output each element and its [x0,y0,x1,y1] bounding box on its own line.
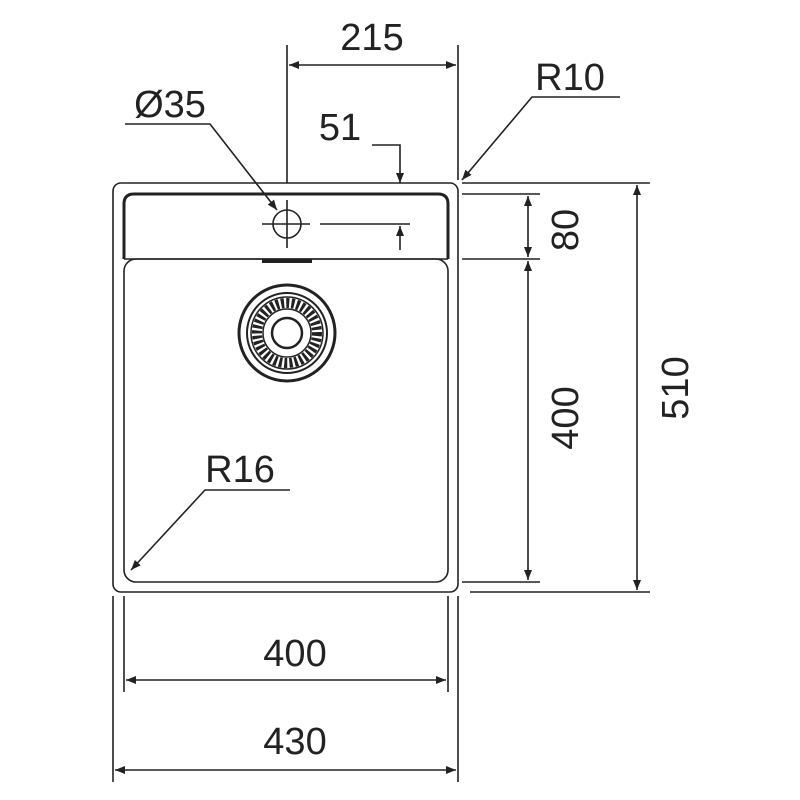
dimension-label: 51 [319,107,361,149]
dimension-label: 80 [545,209,587,251]
dimension-tap-hole: Ø35 [125,84,278,211]
tap-hole-icon [262,200,410,248]
drain-icon [237,283,337,383]
bowl-outline [123,258,449,583]
dimension-label: 400 [545,386,587,449]
dimension-label: 215 [340,17,403,59]
dimension-tap-distance: 51 [319,107,404,250]
dimension-label: R10 [535,57,605,99]
dimension-horizontal: 400 430 [112,596,459,782]
dimension-label: 510 [655,356,697,419]
dimension-label: R16 [205,449,275,491]
dimension-label: 400 [263,633,326,675]
sink-outline [112,182,459,593]
dimension-bowl-radius: R16 [130,449,290,571]
dimension-tap-offset: 215 [286,17,459,183]
dimension-label: Ø35 [134,84,206,126]
dimension-outer-radius: R10 [461,57,620,181]
dimension-vertical: 80 400 510 [462,182,697,593]
dimension-label: 430 [263,721,326,763]
